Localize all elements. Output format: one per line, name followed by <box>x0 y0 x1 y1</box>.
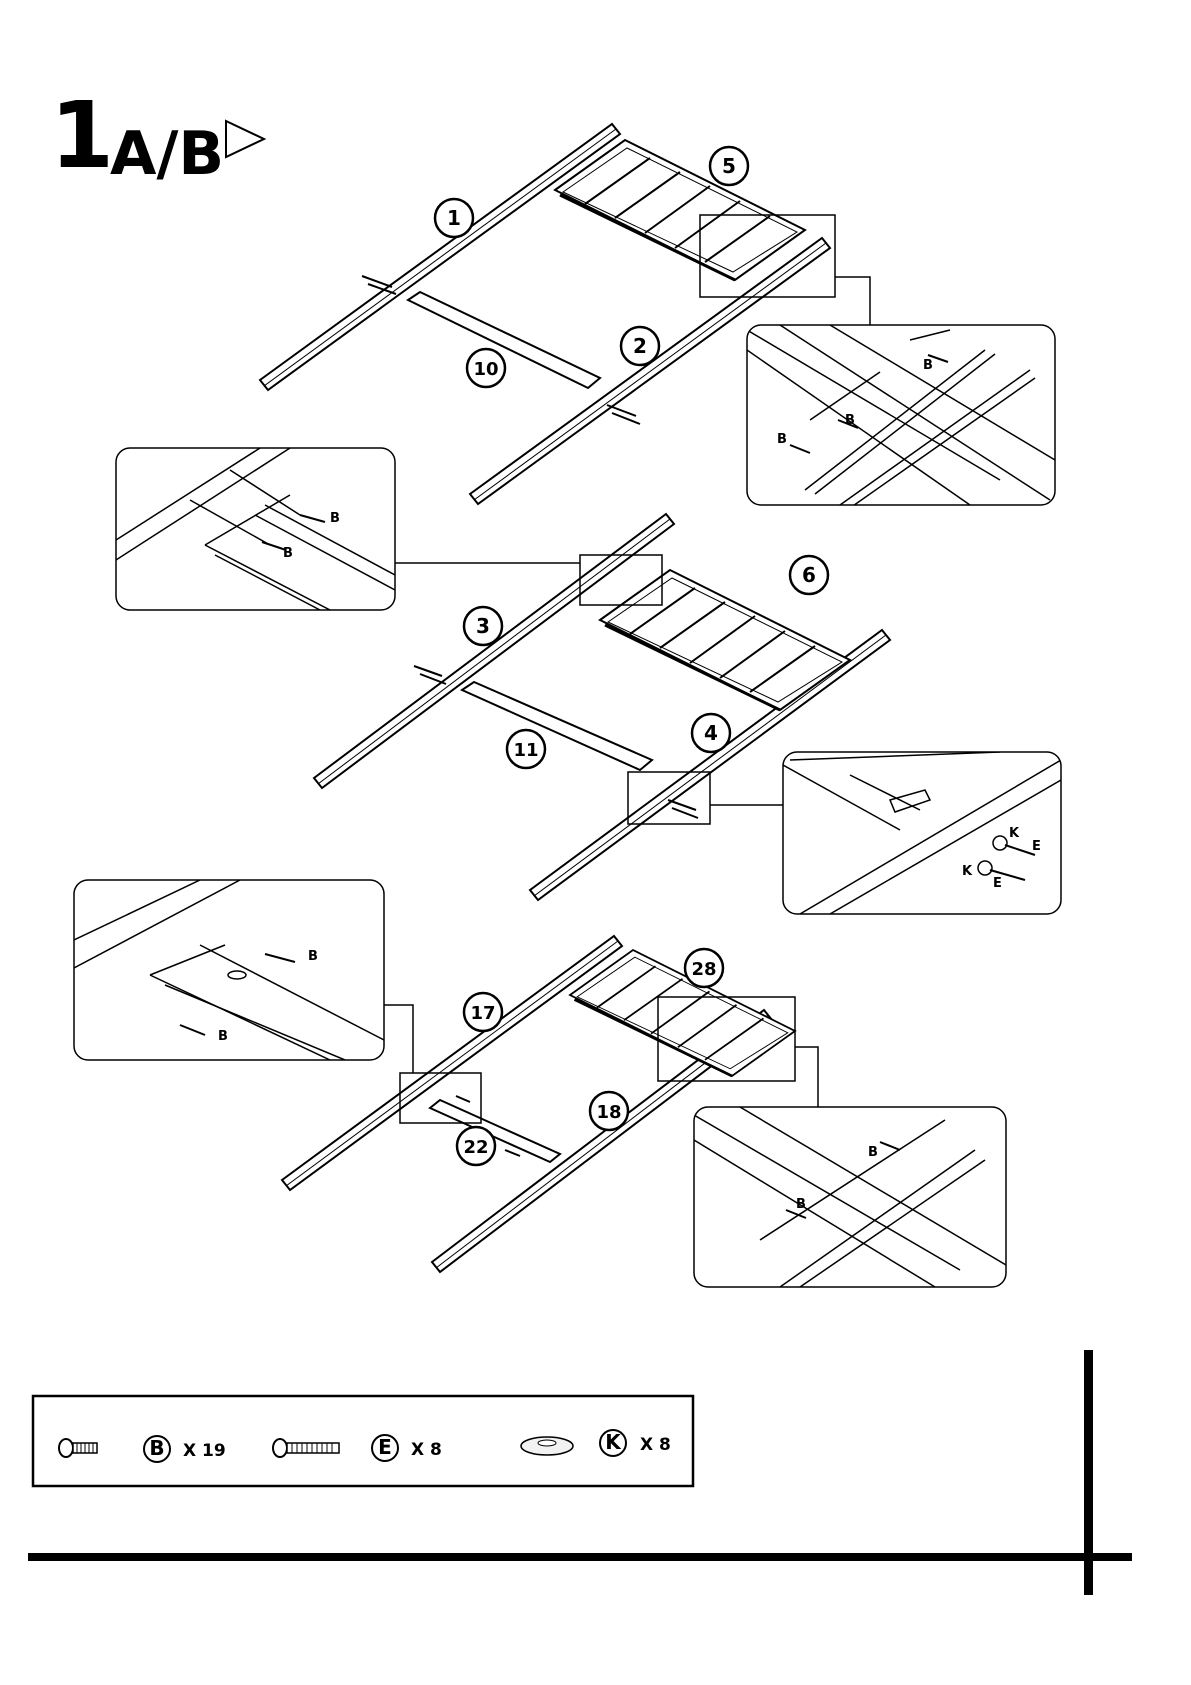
hardware-k-count: X 8 <box>640 1435 671 1455</box>
hardware-b-id: B <box>149 1436 164 1460</box>
hardware-b-circle: B <box>144 1436 170 1462</box>
hardware-e-count: X 8 <box>411 1440 442 1460</box>
hardware-e-circle: E <box>372 1435 398 1461</box>
washer-icon <box>521 1437 573 1455</box>
hardware-e-id: E <box>378 1435 392 1459</box>
hardware-k-circle: K <box>600 1430 626 1456</box>
hardware-b-count: X 19 <box>183 1441 226 1461</box>
short-bolt-icon <box>59 1439 97 1457</box>
long-bolt-icon <box>273 1439 339 1457</box>
hardware-k-id: K <box>605 1430 622 1454</box>
